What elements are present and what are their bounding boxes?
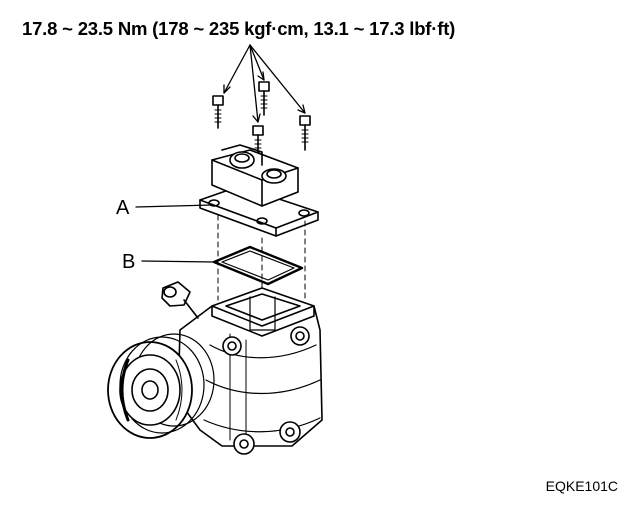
alignment-lines [217,211,306,301]
callout-a-leader [135,204,213,208]
figure-code: EQKE101C [545,478,618,494]
bolt-icon [212,95,224,129]
torque-leaders [223,44,306,123]
gasket [212,245,304,286]
torque-spec: 17.8 ~ 23.5 Nm (178 ~ 235 kgf·cm, 13.1 ~… [22,18,456,39]
callout-b-leader [141,260,215,263]
callout-b: B [122,251,136,273]
pulley [107,333,215,439]
compressor [161,281,323,455]
bolt-icon [258,81,270,116]
bolt-icon [299,115,311,151]
cover-plate [199,144,319,237]
callout-a: A [116,197,130,219]
